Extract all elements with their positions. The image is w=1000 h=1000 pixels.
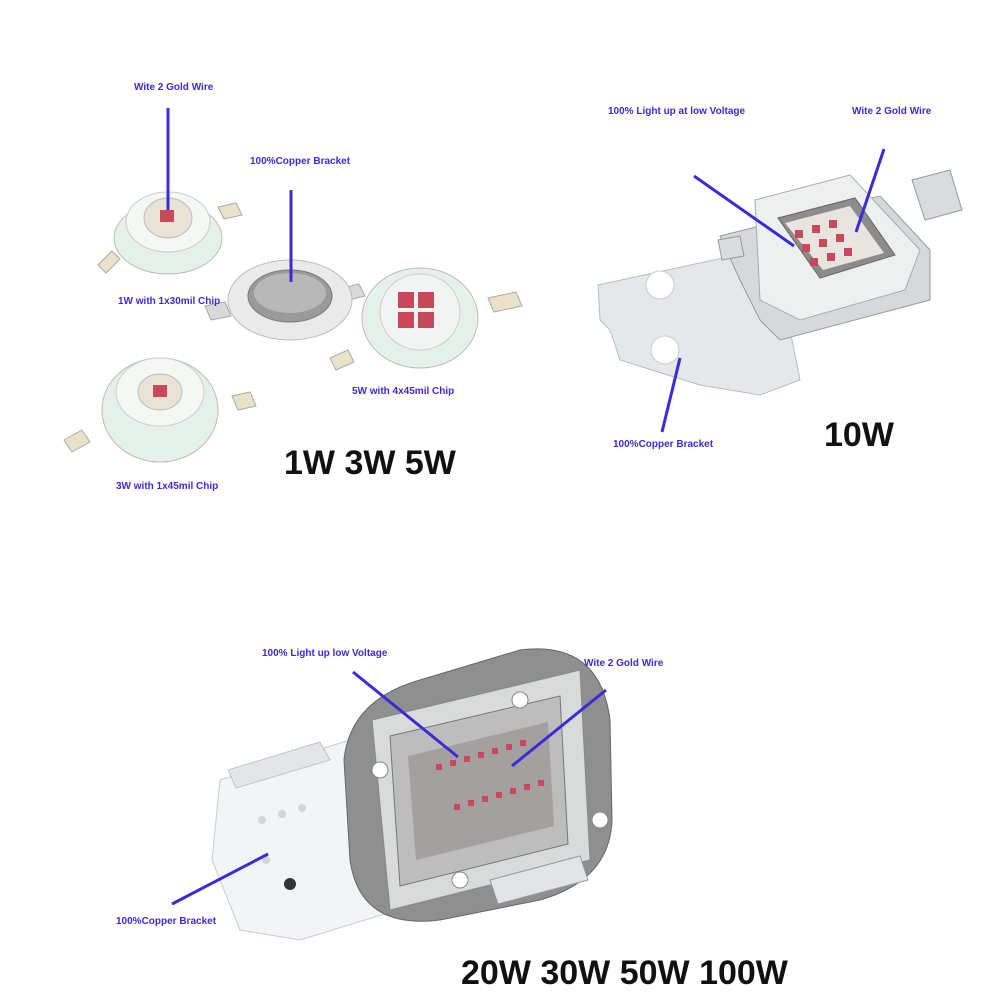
led-3w-label: 3W with 1x45mil Chip (116, 481, 219, 492)
led-copper-back-image (204, 259, 366, 341)
led-10w-image (597, 169, 963, 396)
pointer-line (854, 148, 886, 233)
light-up-label: 100% Light up low Voltage (262, 648, 388, 659)
led-5w-image (329, 267, 523, 371)
led-3w-image (63, 357, 257, 463)
pointer-line (352, 670, 459, 759)
pointer-line (693, 174, 795, 248)
copper-bracket-label: 100%Copper Bracket (613, 439, 714, 450)
pointer-line (171, 852, 269, 906)
gold-wire-label: Wite 2 Gold Wire (134, 82, 214, 93)
led-1w-label: 1W with 1x30mil Chip (118, 296, 221, 307)
pointer-line (660, 357, 682, 433)
led-5w-label: 5W with 4x45mil Chip (352, 386, 455, 397)
copper-bracket-label: 100%Copper Bracket (250, 156, 351, 167)
panel1-title: 1W 3W 5W (284, 444, 456, 482)
led-high-power-image (211, 648, 613, 941)
gold-wire-label: Wite 2 Gold Wire (584, 658, 664, 669)
gold-wire-label: Wite 2 Gold Wire (852, 106, 932, 117)
panel2-title: 10W (824, 416, 894, 454)
panel3-title: 20W 30W 50W 100W (461, 954, 788, 992)
led-1w-image (97, 191, 243, 275)
copper-bracket-label: 100%Copper Bracket (116, 916, 217, 927)
pointer-line (511, 688, 607, 768)
light-up-label: 100% Light up at low Voltage (608, 106, 746, 117)
